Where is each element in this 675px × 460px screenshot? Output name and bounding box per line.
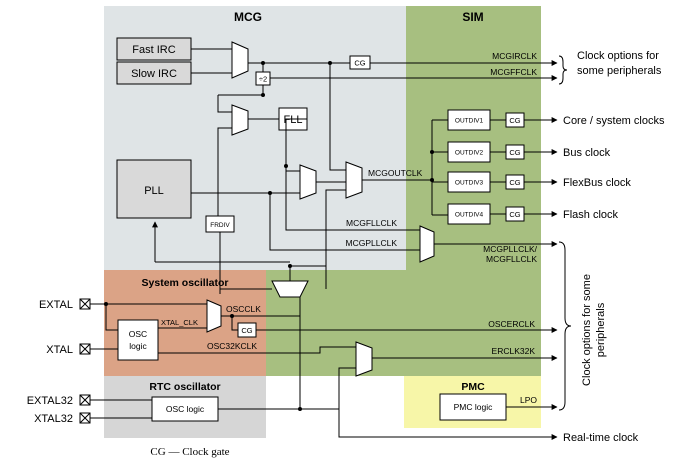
- mcgoutclk-label: MCGOUTCLK: [368, 168, 423, 178]
- mcgpll-fll-label-2: MCGFLLCLK: [486, 254, 537, 264]
- cg-mcgirclk-label: CG: [354, 59, 365, 68]
- rtc-header: RTC oscillator: [149, 381, 220, 393]
- clock-options-1: Clock options for: [577, 50, 659, 62]
- mcgpllclk-label: MCGPLLCLK: [346, 238, 398, 248]
- fast-irc-label: Fast IRC: [132, 44, 175, 56]
- extal-pin-label: EXTAL: [39, 299, 73, 311]
- caption: CG — Clock gate: [150, 446, 229, 458]
- xtal-clk-label: XTAL_CLK: [161, 318, 198, 327]
- div2-label: ÷2: [259, 75, 267, 84]
- cg-outdiv4-label: CG: [509, 210, 520, 219]
- fll-pll-out-mux: [419, 225, 435, 263]
- osc-logic-block: [117, 319, 159, 361]
- outdiv2-label: OUTDIV2: [455, 150, 484, 157]
- pll-block: [116, 159, 192, 219]
- pmc-header: PMC: [461, 381, 485, 393]
- cg-outdiv1-label: CG: [509, 116, 520, 125]
- osc-mux: [206, 299, 222, 333]
- osc-logic-line1: OSC: [129, 329, 147, 339]
- osc-logic-line2: logic: [129, 341, 147, 351]
- slow-irc-label: Slow IRC: [131, 68, 177, 80]
- xtal-pin: [79, 343, 91, 355]
- extal32-pin: [79, 394, 91, 406]
- rtc-clock-label: Real-time clock: [563, 432, 639, 444]
- oscclk-label: OSCCLK: [226, 304, 261, 314]
- fll-input-mux: [231, 104, 249, 136]
- flexbus-clock-label: FlexBus clock: [563, 177, 631, 189]
- extal32-pin-label: EXTAL32: [27, 395, 73, 407]
- erclk32k-label: ERCLK32K: [492, 346, 536, 356]
- rtc-osc-logic-block: [151, 396, 219, 422]
- rtc-osc-logic-label: OSC logic: [166, 404, 205, 414]
- cg-outdiv3-label: CG: [509, 178, 520, 187]
- xtal32-pin-label: XTAL32: [34, 413, 73, 425]
- brace-top: [558, 55, 568, 85]
- core-clock-label: Core / system clocks: [563, 115, 665, 127]
- brace-lower: [558, 241, 572, 411]
- flash-clock-label: Flash clock: [563, 209, 619, 221]
- oscerclk-label: OSCERCLK: [488, 319, 535, 329]
- fll-pll-mux: [299, 164, 317, 200]
- bus-clock-label: Bus clock: [563, 147, 611, 159]
- xtal32-pin: [79, 412, 91, 424]
- side-options-2: peripherals: [595, 302, 607, 357]
- mcgout-mux: [345, 161, 363, 199]
- outdiv3-label: OUTDIV3: [455, 180, 484, 187]
- clock-options-2: some peripherals: [577, 65, 662, 77]
- erclk32k-mux: [355, 341, 373, 377]
- fll-label: FLL: [284, 114, 303, 126]
- side-options-1: Clock options for some: [581, 274, 593, 386]
- cg-oscclk-label: CG: [241, 326, 252, 335]
- cg-outdiv2-label: CG: [509, 148, 520, 157]
- mcgffclk-label: MCGFFCLK: [490, 67, 537, 77]
- extal-pin: [79, 298, 91, 310]
- xtal-pin-label: XTAL: [46, 344, 73, 356]
- sim-header: SIM: [462, 10, 483, 24]
- pll-label: PLL: [144, 185, 164, 197]
- frdiv-label: FRDIV: [210, 222, 230, 229]
- lpo-label: LPO: [520, 395, 537, 405]
- mcg-header: MCG: [234, 10, 262, 24]
- mcgpll-fll-label-1: MCGPLLCLK/: [483, 244, 537, 254]
- osc32kclk-label: OSC32KCLK: [207, 341, 257, 351]
- irc-mux: [231, 41, 249, 79]
- mcgfllclk-label: MCGFLLCLK: [346, 218, 397, 228]
- outdiv1-label: OUTDIV1: [455, 118, 484, 125]
- sysosc-header: System oscillator: [142, 277, 229, 289]
- outdiv4-label: OUTDIV4: [455, 212, 484, 219]
- pmc-logic-label: PMC logic: [454, 402, 493, 412]
- mcgirclk-label: MCGIRCLK: [492, 51, 537, 61]
